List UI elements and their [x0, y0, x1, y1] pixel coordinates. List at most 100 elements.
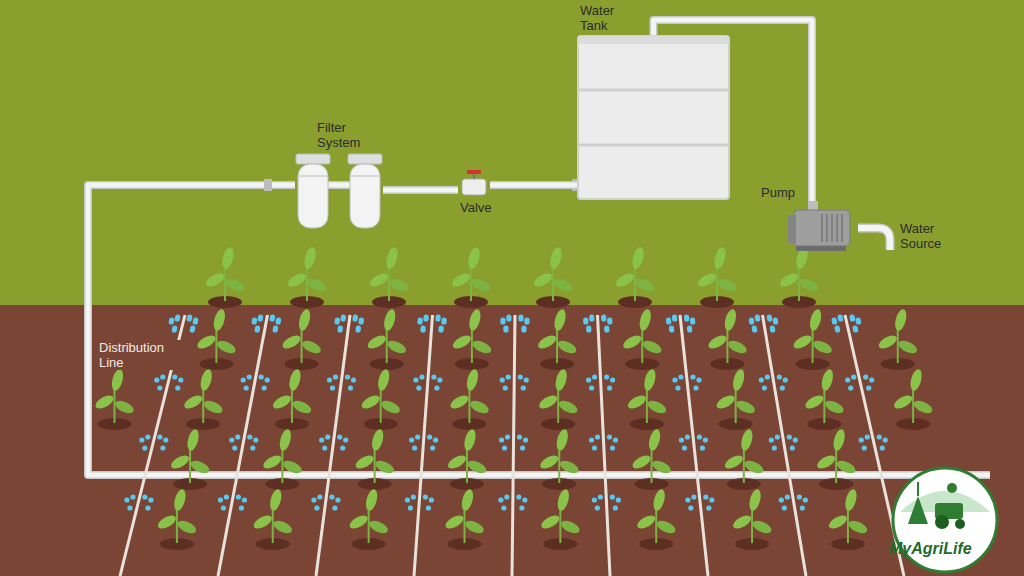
water-drop	[767, 316, 772, 321]
water-drop	[435, 316, 440, 321]
water-drop	[337, 327, 342, 332]
water-drop	[592, 374, 597, 379]
plant	[714, 368, 756, 430]
water-drop	[586, 377, 591, 382]
water-drop	[499, 437, 504, 442]
water-drop	[330, 385, 335, 390]
water-drop	[782, 505, 787, 510]
water-drop	[589, 437, 594, 442]
water-drop	[430, 445, 435, 450]
water-drop	[518, 374, 523, 379]
water-drop	[583, 319, 588, 324]
drip-line	[598, 315, 611, 576]
pipe-connector	[383, 190, 458, 191]
water-drop	[270, 316, 275, 321]
water-drop	[438, 327, 443, 332]
plant	[360, 368, 402, 430]
water-drop	[187, 316, 192, 321]
plant	[778, 246, 820, 308]
water-drop	[688, 505, 693, 510]
water-drop	[859, 437, 864, 442]
water-drop	[142, 445, 147, 450]
water-drop	[415, 434, 420, 439]
water-drop	[752, 327, 757, 332]
water-drop	[693, 385, 698, 390]
source-pipe	[858, 228, 890, 250]
water-drop	[327, 377, 332, 382]
water-drop	[775, 434, 780, 439]
water-drop	[865, 434, 870, 439]
water-drop	[236, 494, 241, 499]
water-drop	[518, 316, 523, 321]
plant	[93, 368, 135, 430]
water-drop	[431, 374, 436, 379]
plant	[539, 488, 581, 550]
filter-label: Filter System	[317, 120, 375, 150]
water-drop	[322, 445, 327, 450]
water-drop	[172, 327, 177, 332]
water-drop	[769, 437, 774, 442]
water-drop	[516, 494, 521, 499]
water-drop	[506, 374, 511, 379]
drip-line	[512, 315, 515, 576]
water-drop	[434, 385, 439, 390]
water-drop	[777, 374, 782, 379]
pump-shape	[788, 205, 860, 251]
water-drop	[524, 377, 529, 382]
water-drop	[678, 374, 683, 379]
plant	[451, 308, 493, 370]
water-drop	[610, 377, 615, 382]
plant	[195, 308, 237, 370]
plant	[803, 368, 845, 430]
water-drop	[498, 497, 503, 502]
water-drop	[703, 437, 708, 442]
pump-label: Pump	[761, 185, 801, 200]
water-drop	[672, 377, 677, 382]
filter-system-shape	[295, 150, 383, 230]
water-drop	[690, 374, 695, 379]
water-drop	[317, 494, 322, 499]
water-drop	[520, 445, 525, 450]
water-drop	[405, 497, 410, 502]
water-drop	[221, 505, 226, 510]
water-drop	[433, 437, 438, 442]
valve-shape	[458, 170, 490, 200]
water-drop	[589, 316, 594, 321]
water-drop	[273, 327, 278, 332]
water-drop	[437, 377, 442, 382]
water-drop	[787, 434, 792, 439]
water-drop	[595, 434, 600, 439]
water-drop	[314, 505, 319, 510]
water-drop	[411, 494, 416, 499]
water-drop	[800, 505, 805, 510]
water-drop	[351, 377, 356, 382]
water-drop	[408, 505, 413, 510]
water-drop	[345, 374, 350, 379]
water-drop	[172, 374, 177, 379]
water-drop	[160, 445, 165, 450]
water-drop	[703, 494, 708, 499]
water-drop	[127, 505, 132, 510]
pump: Pump	[788, 205, 860, 251]
drip-line	[680, 315, 708, 576]
water-drop	[697, 434, 702, 439]
water-drop	[239, 505, 244, 510]
water-drop	[604, 374, 609, 379]
water-drop	[687, 327, 692, 332]
water-drop	[877, 434, 882, 439]
source-label: Water Source	[900, 221, 958, 251]
plant	[892, 368, 934, 430]
water-drop	[148, 497, 153, 502]
water-drop	[762, 385, 767, 390]
water-drop	[334, 319, 339, 324]
plant	[353, 428, 395, 490]
water-drop	[232, 445, 237, 450]
water-drop	[523, 437, 528, 442]
plant	[706, 308, 748, 370]
water-drop	[235, 434, 240, 439]
water-drop	[340, 316, 345, 321]
water-drop	[409, 437, 414, 442]
water-drop	[325, 434, 330, 439]
plant	[446, 428, 488, 490]
